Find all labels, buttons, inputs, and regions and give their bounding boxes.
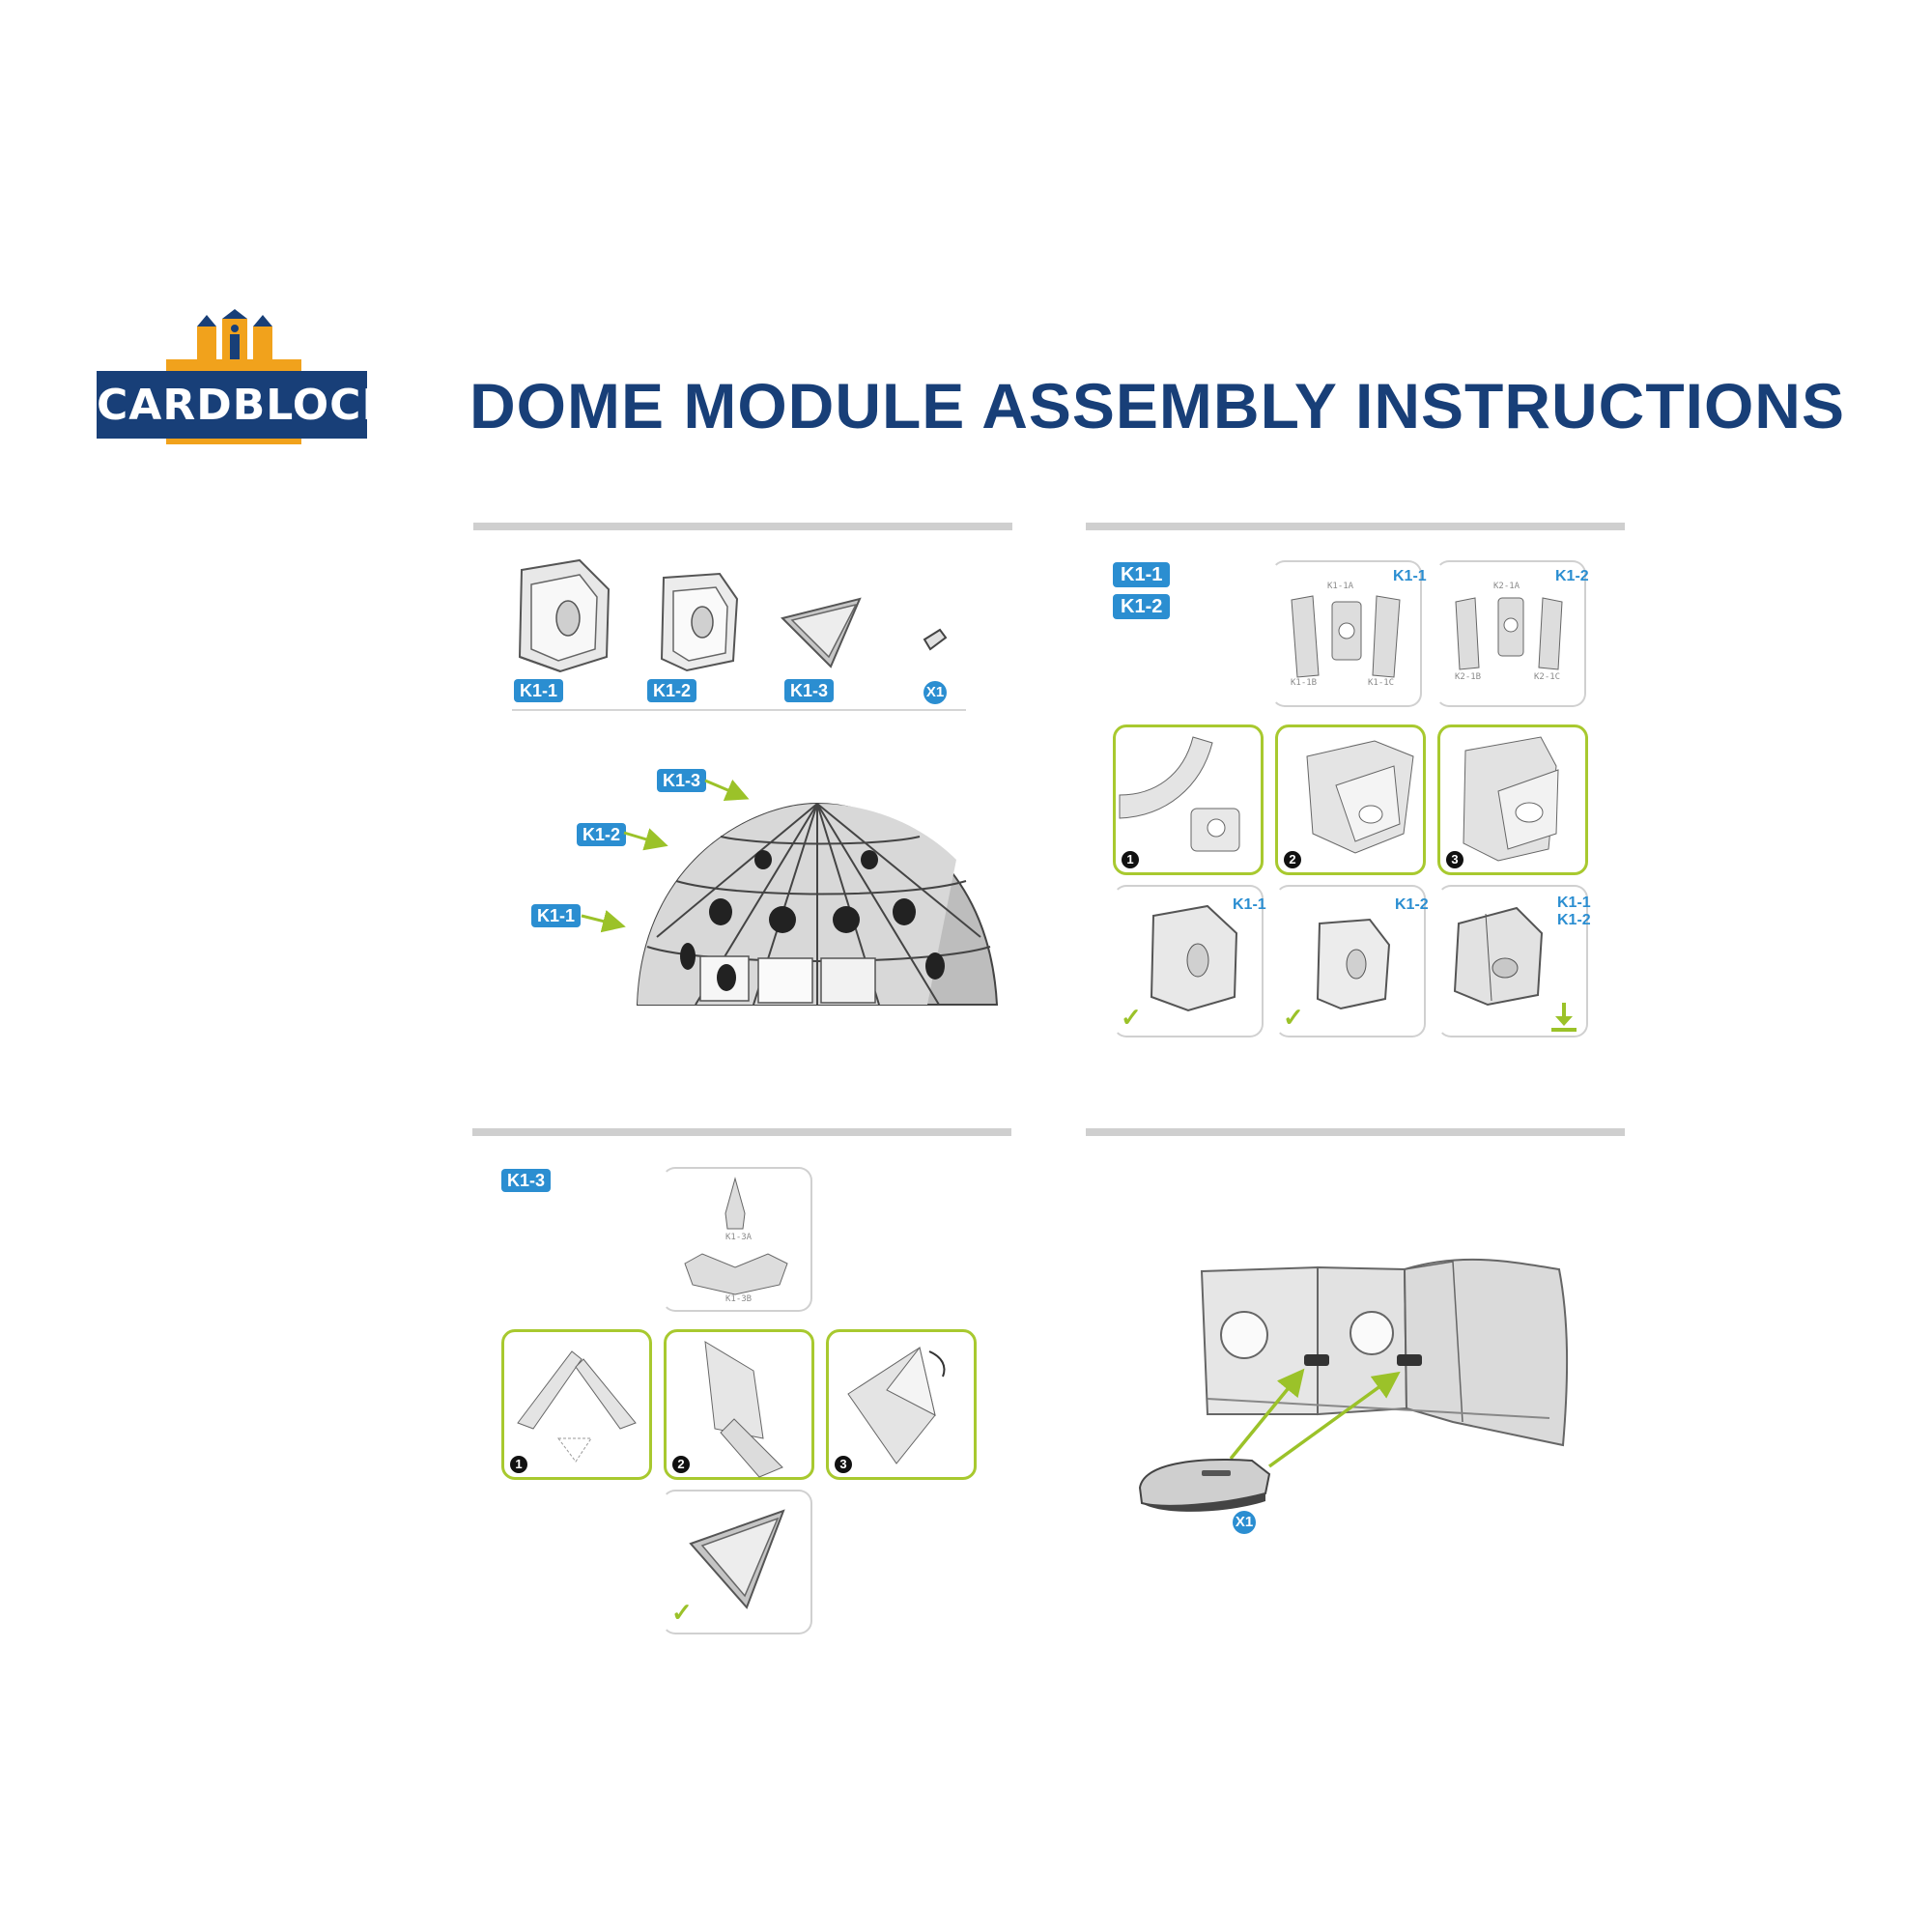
result-k1-1 [1113, 885, 1264, 1037]
panel-x1-connector: X1 [1086, 1146, 1627, 1648]
result-k1-3-checkmark-icon: ✓ [671, 1598, 693, 1627]
part-k1-3-illustration [781, 597, 862, 668]
dome-callout-k1-2: K1-2 [577, 823, 627, 846]
dome-callout-k1-3: K1-3 [657, 769, 707, 792]
result-combined [1437, 885, 1588, 1037]
panel3-step-3: 3 [826, 1329, 977, 1480]
sheet-k1-2-part-a: K2-1A [1493, 582, 1520, 591]
sheet-k1-1-part-b: K1-1B [1291, 678, 1318, 688]
result-k1-1-checkmark-icon: ✓ [1121, 1003, 1142, 1032]
press-down-icon [1551, 1003, 1577, 1032]
sheet-k1-2-code: K1-2 [1555, 568, 1589, 584]
x1-connector-illustration [1138, 1258, 1569, 1512]
sheet-k1-3-part-b: K1-3B [725, 1294, 753, 1304]
step-2-illustration [1306, 740, 1414, 854]
sheet-k1-1-diecut [1291, 595, 1401, 678]
part-x1-illustration [923, 628, 948, 651]
step-1-badge: 1 [1122, 851, 1139, 868]
panel2-divider [1086, 523, 1625, 530]
sheet-k1-2-part-b: K2-1B [1455, 672, 1482, 682]
sheet-k1-3 [662, 1167, 812, 1312]
logo-building-icon [97, 309, 367, 444]
part-k1-3-tag: K1-3 [784, 679, 835, 702]
panel3-step-1: 1 [501, 1329, 652, 1480]
page-title: DOME MODULE ASSEMBLY INSTRUCTIONS [469, 370, 1845, 441]
panel3-divider [472, 1128, 1011, 1136]
panel3-tag-k1-3: K1-3 [501, 1169, 552, 1192]
part-k1-1-tag: K1-1 [514, 679, 564, 702]
panel2-step-2: 2 [1275, 724, 1426, 875]
result-k1-1-illustration [1150, 904, 1238, 1012]
step-2-badge: 2 [1284, 851, 1301, 868]
result-k1-1-code: K1-1 [1233, 896, 1266, 913]
part-k1-2-tag: K1-2 [647, 679, 697, 702]
sheet-k1-1 [1271, 560, 1422, 707]
cardblocks-logo: CARDBLOCKS [97, 309, 428, 444]
k1-3-step-3-illustration [847, 1346, 946, 1464]
parts-baseline [512, 709, 966, 711]
result-combined-code-2: K1-2 [1557, 912, 1591, 928]
k1-3-step-2-badge: 2 [672, 1456, 690, 1473]
step-3-badge: 3 [1446, 851, 1463, 868]
sheet-k1-2-diecut [1455, 597, 1563, 670]
panel-parts-overview: K1-1 K1-2 K1-3 X1 K1-3 K1-2 K1-1 [473, 541, 1014, 1043]
sheet-k1-1-code: K1-1 [1393, 568, 1427, 584]
dome-illustration [581, 779, 999, 1006]
result-combined-illustration [1453, 906, 1544, 1007]
panel3-step-2: 2 [664, 1329, 814, 1480]
part-k1-1-illustration [518, 558, 611, 673]
result-k1-2 [1275, 885, 1426, 1037]
result-k1-2-code: K1-2 [1395, 896, 1429, 913]
step-1-illustration [1119, 736, 1240, 852]
panel2-tag-k1-2: K1-2 [1113, 594, 1171, 619]
k1-3-step-1-illustration [517, 1350, 637, 1463]
k1-3-step-1-badge: 1 [510, 1456, 527, 1473]
result-k1-3-illustration [689, 1509, 785, 1609]
panel1-divider [473, 523, 1012, 530]
step-3-illustration [1463, 736, 1559, 862]
k1-3-step-3-badge: 3 [835, 1456, 852, 1473]
sheet-k1-3-part-a: K1-3A [725, 1233, 753, 1242]
result-k1-3 [662, 1490, 812, 1634]
x1-connector-tag: X1 [1233, 1511, 1256, 1534]
result-k1-2-checkmark-icon: ✓ [1283, 1003, 1304, 1032]
sheet-k1-1-part-a: K1-1A [1327, 582, 1354, 591]
part-x1-tag: X1 [923, 681, 947, 704]
panel2-step-1: 1 [1113, 724, 1264, 875]
result-k1-2-illustration [1316, 918, 1391, 1010]
panel2-tag-k1-1: K1-1 [1113, 562, 1171, 587]
logo-wordmark: CARDBLOCKS [97, 381, 428, 430]
result-combined-code-1: K1-1 [1557, 895, 1591, 911]
panel4-divider [1086, 1128, 1625, 1136]
part-k1-2-illustration [660, 572, 739, 672]
dome-callout-k1-1: K1-1 [531, 904, 582, 927]
sheet-k1-3-diecut [684, 1177, 788, 1295]
k1-3-step-2-illustration [704, 1341, 783, 1478]
panel-k1-1-k1-2-assembly: K1-1 K1-2 K1-1 K1-1A K1-1B K1-1C K1-2 K2… [1086, 541, 1627, 1043]
sheet-k1-2 [1435, 560, 1586, 707]
panel2-step-3: 3 [1437, 724, 1588, 875]
sheet-k1-2-part-c: K2-1C [1534, 672, 1561, 682]
sheet-k1-1-part-c: K1-1C [1368, 678, 1395, 688]
panel-k1-3-assembly: K1-3 K1-3A K1-3B 1 2 3 ✓ [472, 1146, 1013, 1648]
